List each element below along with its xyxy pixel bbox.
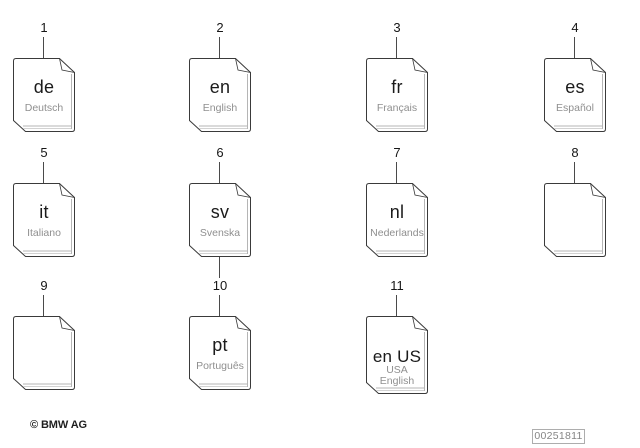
diagram-id-badge: 00251811 (532, 429, 585, 444)
booklet-icon (13, 58, 75, 132)
language-name: Nederlands (370, 227, 424, 239)
leader-line (396, 162, 397, 183)
leader-line (219, 37, 220, 58)
booklet-icon (13, 183, 75, 257)
part-item-8[interactable]: 8 (544, 145, 606, 261)
booklet-icon (544, 58, 606, 132)
part-item-3[interactable]: 3 fr Français (366, 20, 428, 136)
part-number-label: 10 (212, 278, 228, 293)
leader-line (574, 162, 575, 183)
booklet-icon (366, 58, 428, 132)
leader-line (396, 37, 397, 58)
booklet-icon-blank (544, 183, 606, 257)
part-item-7[interactable]: 7 nl Nederlands (366, 145, 428, 261)
language-code: fr (391, 77, 403, 97)
part-item-11[interactable]: 11 en US USA English (366, 278, 428, 394)
part-item-4[interactable]: 4 es Español (544, 20, 606, 136)
part-number-label: 1 (40, 20, 48, 35)
leader-line (43, 295, 44, 316)
copyright-notice: © BMW AG (30, 419, 87, 431)
part-item-6[interactable]: 6 sv Svenska (189, 145, 251, 261)
language-code: es (565, 77, 585, 97)
language-code: en (209, 77, 231, 97)
language-code: nl (389, 202, 405, 222)
language-name: Italiano (27, 227, 61, 239)
language-name-line2: English (379, 375, 415, 387)
part-number-label: 4 (571, 20, 579, 35)
part-item-10[interactable]: 10 pt Português (189, 278, 251, 394)
part-number-label: 8 (571, 145, 579, 160)
language-code: de (33, 77, 55, 97)
language-name: Svenska (199, 227, 241, 239)
leader-line (43, 37, 44, 58)
language-name-line1: USA (386, 364, 408, 376)
part-number-label: 2 (216, 20, 224, 35)
language-code: pt (212, 335, 228, 355)
language-name: Español (556, 102, 594, 114)
part-item-5[interactable]: 5 it Italiano (13, 145, 75, 261)
language-code: en US (372, 347, 422, 366)
part-item-1[interactable]: 1 de Deutsch (13, 20, 75, 136)
part-item-2[interactable]: 2 en English (189, 20, 251, 136)
part-number-label: 9 (40, 278, 48, 293)
part-number-label: 5 (40, 145, 48, 160)
leader-line-6-to-10 (219, 257, 220, 278)
leader-line (396, 295, 397, 316)
part-number-label: 6 (216, 145, 224, 160)
booklet-icon (189, 183, 251, 257)
language-code: it (39, 202, 49, 222)
language-name: Português (196, 360, 244, 372)
language-name: Français (376, 102, 418, 114)
booklet-icon (189, 316, 251, 390)
language-code: sv (210, 202, 230, 222)
part-number-label: 11 (390, 278, 404, 293)
booklet-icon (366, 316, 428, 394)
leader-line (219, 162, 220, 183)
booklet-icon (366, 183, 428, 257)
part-number-label: 3 (393, 20, 401, 35)
booklet-icon (189, 58, 251, 132)
leader-line (574, 37, 575, 58)
part-item-9[interactable]: 9 (13, 278, 75, 394)
leader-line (219, 295, 220, 316)
booklet-icon-blank (13, 316, 75, 390)
language-name: English (202, 102, 238, 114)
language-name: Deutsch (24, 102, 64, 114)
part-number-label: 7 (393, 145, 401, 160)
leader-line (43, 162, 44, 183)
